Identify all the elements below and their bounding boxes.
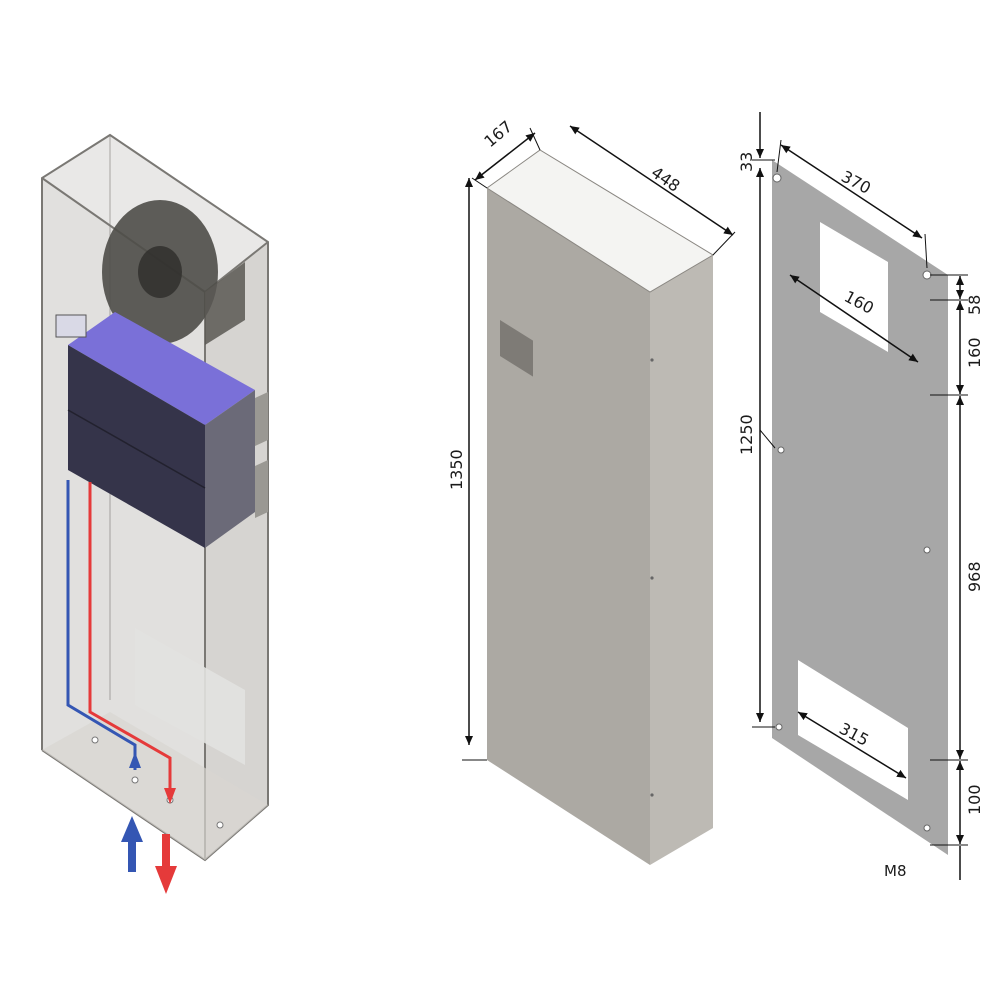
cabinet-front-face bbox=[487, 188, 650, 865]
hot-air-arrow-small bbox=[164, 788, 176, 804]
mounting-hole bbox=[775, 723, 783, 731]
cabinet-view: 167 448 1350 bbox=[447, 117, 736, 865]
dim-line-width bbox=[569, 125, 734, 236]
arrow-up-icon bbox=[121, 816, 143, 872]
cold-air-arrow-small bbox=[129, 752, 141, 768]
dim-middle-span-label: 968 bbox=[965, 561, 984, 592]
mounting-hole bbox=[923, 824, 931, 832]
cutout-drawing: 33 370 160 58 160 968 100 1250 315 bbox=[737, 112, 984, 880]
dim-upper-height-label: 160 bbox=[965, 337, 984, 368]
mounting-hole bbox=[772, 173, 782, 183]
cabinet-display-window bbox=[500, 319, 533, 377]
dim-hole-span-label: 370 bbox=[838, 167, 874, 198]
dim-line-hole-tick bbox=[759, 429, 776, 449]
cabinet-screw bbox=[650, 576, 654, 580]
dim-height-label: 1350 bbox=[447, 449, 466, 490]
dim-upper-offset-label: 58 bbox=[965, 295, 984, 315]
dim-depth-label: 167 bbox=[480, 117, 516, 151]
ext-line bbox=[712, 231, 736, 256]
bolt-size-label: M8 bbox=[884, 862, 907, 880]
evaporator-side-face bbox=[205, 390, 255, 548]
evaporator-divider bbox=[67, 409, 206, 489]
control-display bbox=[55, 314, 87, 338]
hot-air-path bbox=[88, 482, 172, 790]
dim-top-margin-label: 33 bbox=[737, 152, 756, 172]
dim-line-lower-width bbox=[797, 711, 907, 779]
cabinet-screw bbox=[650, 793, 654, 797]
ext-line bbox=[471, 177, 488, 189]
evaporator-front-face bbox=[68, 345, 205, 548]
mounting-hole bbox=[777, 446, 785, 454]
drain-hole bbox=[216, 821, 224, 829]
dim-line-depth bbox=[474, 132, 536, 181]
cutaway-view bbox=[41, 133, 269, 894]
drain-hole bbox=[91, 736, 99, 744]
ext-line bbox=[924, 233, 928, 269]
dim-width-label: 448 bbox=[648, 163, 684, 196]
cabinet-screw bbox=[650, 358, 654, 362]
ext-line bbox=[529, 127, 541, 151]
drain-hole bbox=[131, 776, 139, 784]
mounting-bracket-lower bbox=[255, 460, 268, 518]
mounting-hole bbox=[923, 546, 931, 554]
arrow-down-icon bbox=[155, 834, 177, 894]
dim-bottom-margin-label: 100 bbox=[965, 784, 984, 815]
fan-hub bbox=[138, 246, 182, 298]
cabinet-side-face bbox=[650, 255, 713, 865]
evaporator-top-face bbox=[68, 312, 255, 425]
mounting-hole bbox=[922, 270, 932, 280]
dim-line-upper-width bbox=[789, 274, 919, 363]
dim-line-hole-span bbox=[780, 144, 923, 239]
ext-line bbox=[776, 139, 782, 173]
fan-housing bbox=[205, 262, 245, 345]
mounting-bracket-upper bbox=[255, 392, 268, 446]
bottom-tray bbox=[42, 712, 268, 860]
service-panel bbox=[135, 628, 245, 765]
dim-hole-height-label: 1250 bbox=[737, 414, 756, 455]
